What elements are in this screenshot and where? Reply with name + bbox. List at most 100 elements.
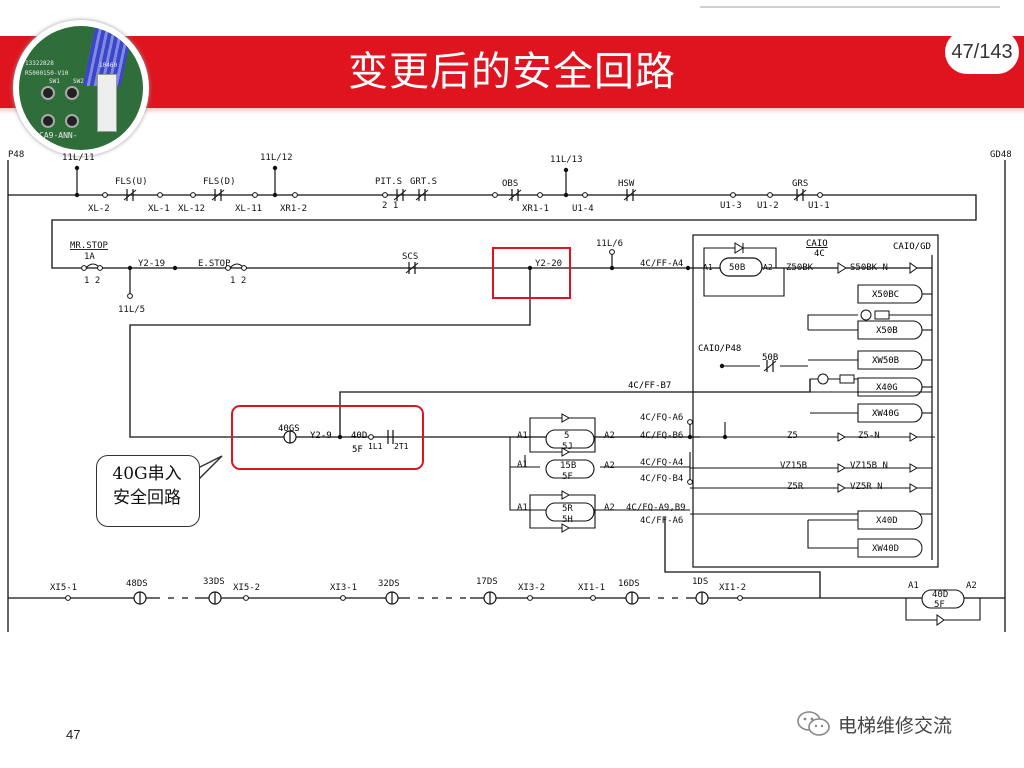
svg-text:11L/5: 11L/5 xyxy=(118,305,145,315)
svg-text:48DS: 48DS xyxy=(126,579,148,589)
svg-text:A2: A2 xyxy=(604,503,615,513)
svg-text:Z5R: Z5R xyxy=(787,482,804,492)
svg-text:X40G: X40G xyxy=(876,383,898,393)
svg-text:X40D: X40D xyxy=(876,516,898,526)
svg-text:U1-4: U1-4 xyxy=(572,204,594,214)
bottom-row: XI5-1 48DS 33DS XI5-2 XI3-1 32DS 17DS XI… xyxy=(50,577,981,626)
svg-text:XL-11: XL-11 xyxy=(235,204,262,214)
svg-text:XI3-2: XI3-2 xyxy=(518,583,545,593)
svg-text:S50BK N: S50BK N xyxy=(850,263,888,273)
svg-text:5J: 5J xyxy=(562,442,573,452)
svg-text:PIT.S: PIT.S xyxy=(375,177,402,187)
board-label: SW1 xyxy=(49,78,60,85)
svg-text:1A: 1A xyxy=(84,252,95,262)
svg-text:CAIO/P48: CAIO/P48 xyxy=(698,344,741,354)
svg-text:A1: A1 xyxy=(908,581,919,591)
svg-text:40D: 40D xyxy=(351,431,367,441)
svg-text:CAIO/GD: CAIO/GD xyxy=(893,242,931,252)
svg-text:X50BC: X50BC xyxy=(872,290,899,300)
svg-text:4C/FQ-B6: 4C/FQ-B6 xyxy=(640,431,683,441)
board-label: R5000150-V10 xyxy=(25,70,69,77)
red-highlight-y2-20 xyxy=(492,247,571,299)
svg-text:A1: A1 xyxy=(517,503,528,513)
svg-text:4C/FQ-A4: 4C/FQ-A4 xyxy=(640,458,683,468)
svg-text:40GS: 40GS xyxy=(278,424,300,434)
svg-text:5F: 5F xyxy=(352,445,363,455)
svg-text:VZ15B: VZ15B xyxy=(780,461,807,471)
label-gd48: GD48 xyxy=(990,150,1012,160)
svg-text:OBS: OBS xyxy=(502,179,518,189)
svg-text:CAIO: CAIO xyxy=(806,239,828,249)
svg-text:1 2: 1 2 xyxy=(230,276,246,286)
svg-text:32DS: 32DS xyxy=(378,579,400,589)
svg-text:XI1-1: XI1-1 xyxy=(578,583,605,593)
svg-text:33DS: 33DS xyxy=(203,577,225,587)
board-label: 13322828 xyxy=(25,60,54,67)
svg-text:1L1: 1L1 xyxy=(368,442,383,451)
svg-text:Y2-9: Y2-9 xyxy=(310,431,332,441)
svg-text:GRS: GRS xyxy=(792,179,808,189)
wechat-icon xyxy=(797,711,830,736)
svg-text:GRT.S: GRT.S xyxy=(410,177,437,187)
board-button xyxy=(41,86,55,100)
svg-text:4C/FQ-A6: 4C/FQ-A6 xyxy=(640,413,683,423)
connector xyxy=(97,74,117,132)
svg-text:11L/12: 11L/12 xyxy=(260,153,293,163)
row2-labels: MR.STOP 1A 1 2 Y2-19 E.STOP 1 2 11L/5 SC… xyxy=(70,239,888,315)
svg-text:A2: A2 xyxy=(966,581,977,591)
banner-shadow xyxy=(0,108,1024,114)
row1-labels: P48 GD48 11L/11 FLS(U) FLS(D) 11L/12 PIT… xyxy=(8,150,1012,214)
callout-box xyxy=(96,455,200,527)
svg-text:XW50B: XW50B xyxy=(872,356,899,366)
svg-text:HSW: HSW xyxy=(618,179,635,189)
svg-text:4C/FQ-A9,B9: 4C/FQ-A9,B9 xyxy=(626,503,686,513)
svg-text:XI3-1: XI3-1 xyxy=(330,583,357,593)
svg-text:2 1: 2 1 xyxy=(382,201,398,211)
svg-text:A1: A1 xyxy=(517,460,528,470)
svg-text:4C/FF-B7: 4C/FF-B7 xyxy=(628,381,671,391)
svg-text:4C: 4C xyxy=(814,249,825,259)
red-highlight-40gs xyxy=(231,405,424,470)
svg-text:17DS: 17DS xyxy=(476,577,498,587)
svg-text:SCS: SCS xyxy=(402,252,418,262)
board-button xyxy=(41,114,55,128)
top-decor-bar xyxy=(700,0,1000,8)
svg-text:XI5-1: XI5-1 xyxy=(50,583,77,593)
svg-text:1DS: 1DS xyxy=(692,577,708,587)
page-count-badge: 47/143 xyxy=(945,30,1019,74)
svg-text:A1: A1 xyxy=(517,431,528,441)
svg-text:Z5: Z5 xyxy=(787,431,798,441)
svg-text:FLS(D): FLS(D) xyxy=(203,177,236,187)
svg-text:U1-1: U1-1 xyxy=(808,201,830,211)
watermark: 电梯维修交流 xyxy=(796,708,952,740)
svg-text:Y2-20: Y2-20 xyxy=(535,259,562,269)
svg-text:MR.STOP: MR.STOP xyxy=(70,241,109,251)
svg-text:U1-3: U1-3 xyxy=(720,201,742,211)
svg-text:16DS: 16DS xyxy=(618,579,640,589)
page-number: 47 xyxy=(66,727,81,742)
svg-text:Z50BK: Z50BK xyxy=(786,263,814,273)
relay-coils: A1 5 5J A2 A1 15B 5F A2 A1 5R 5H A2 xyxy=(517,413,615,533)
svg-text:11L/11: 11L/11 xyxy=(62,153,95,163)
svg-text:50B: 50B xyxy=(762,353,778,363)
svg-text:5H: 5H xyxy=(562,515,573,525)
svg-text:XI1-2: XI1-2 xyxy=(719,583,746,593)
board-button xyxy=(65,86,79,100)
svg-text:XL-2: XL-2 xyxy=(88,204,110,214)
svg-text:VZ5R N: VZ5R N xyxy=(850,482,883,492)
svg-text:A2: A2 xyxy=(604,431,615,441)
svg-text:2T1: 2T1 xyxy=(394,442,409,451)
row3: 40GS Y2-9 40D 5F 1L1 2T1 4C/FF-B7 xyxy=(278,381,932,455)
svg-text:4C/FQ-B4: 4C/FQ-B4 xyxy=(640,474,683,484)
svg-text:50B: 50B xyxy=(729,263,745,273)
svg-text:1 2: 1 2 xyxy=(84,276,100,286)
svg-text:XR1-1: XR1-1 xyxy=(522,204,549,214)
svg-text:XW40G: XW40G xyxy=(872,409,899,419)
svg-text:Z5-N: Z5-N xyxy=(858,431,880,441)
svg-text:VZ15B N: VZ15B N xyxy=(850,461,888,471)
row2-contacts xyxy=(81,242,918,299)
board-image: 13322828 R5000150-V10 CA9-ANN- 10460 SW2… xyxy=(19,26,143,150)
callout-text: 40G串入 安全回路 xyxy=(96,462,198,510)
caio-board: CAIO 4C CAIO/GD X50BC X50B XW50B X40G XW… xyxy=(692,234,939,568)
board-label: SW2 xyxy=(73,78,84,85)
